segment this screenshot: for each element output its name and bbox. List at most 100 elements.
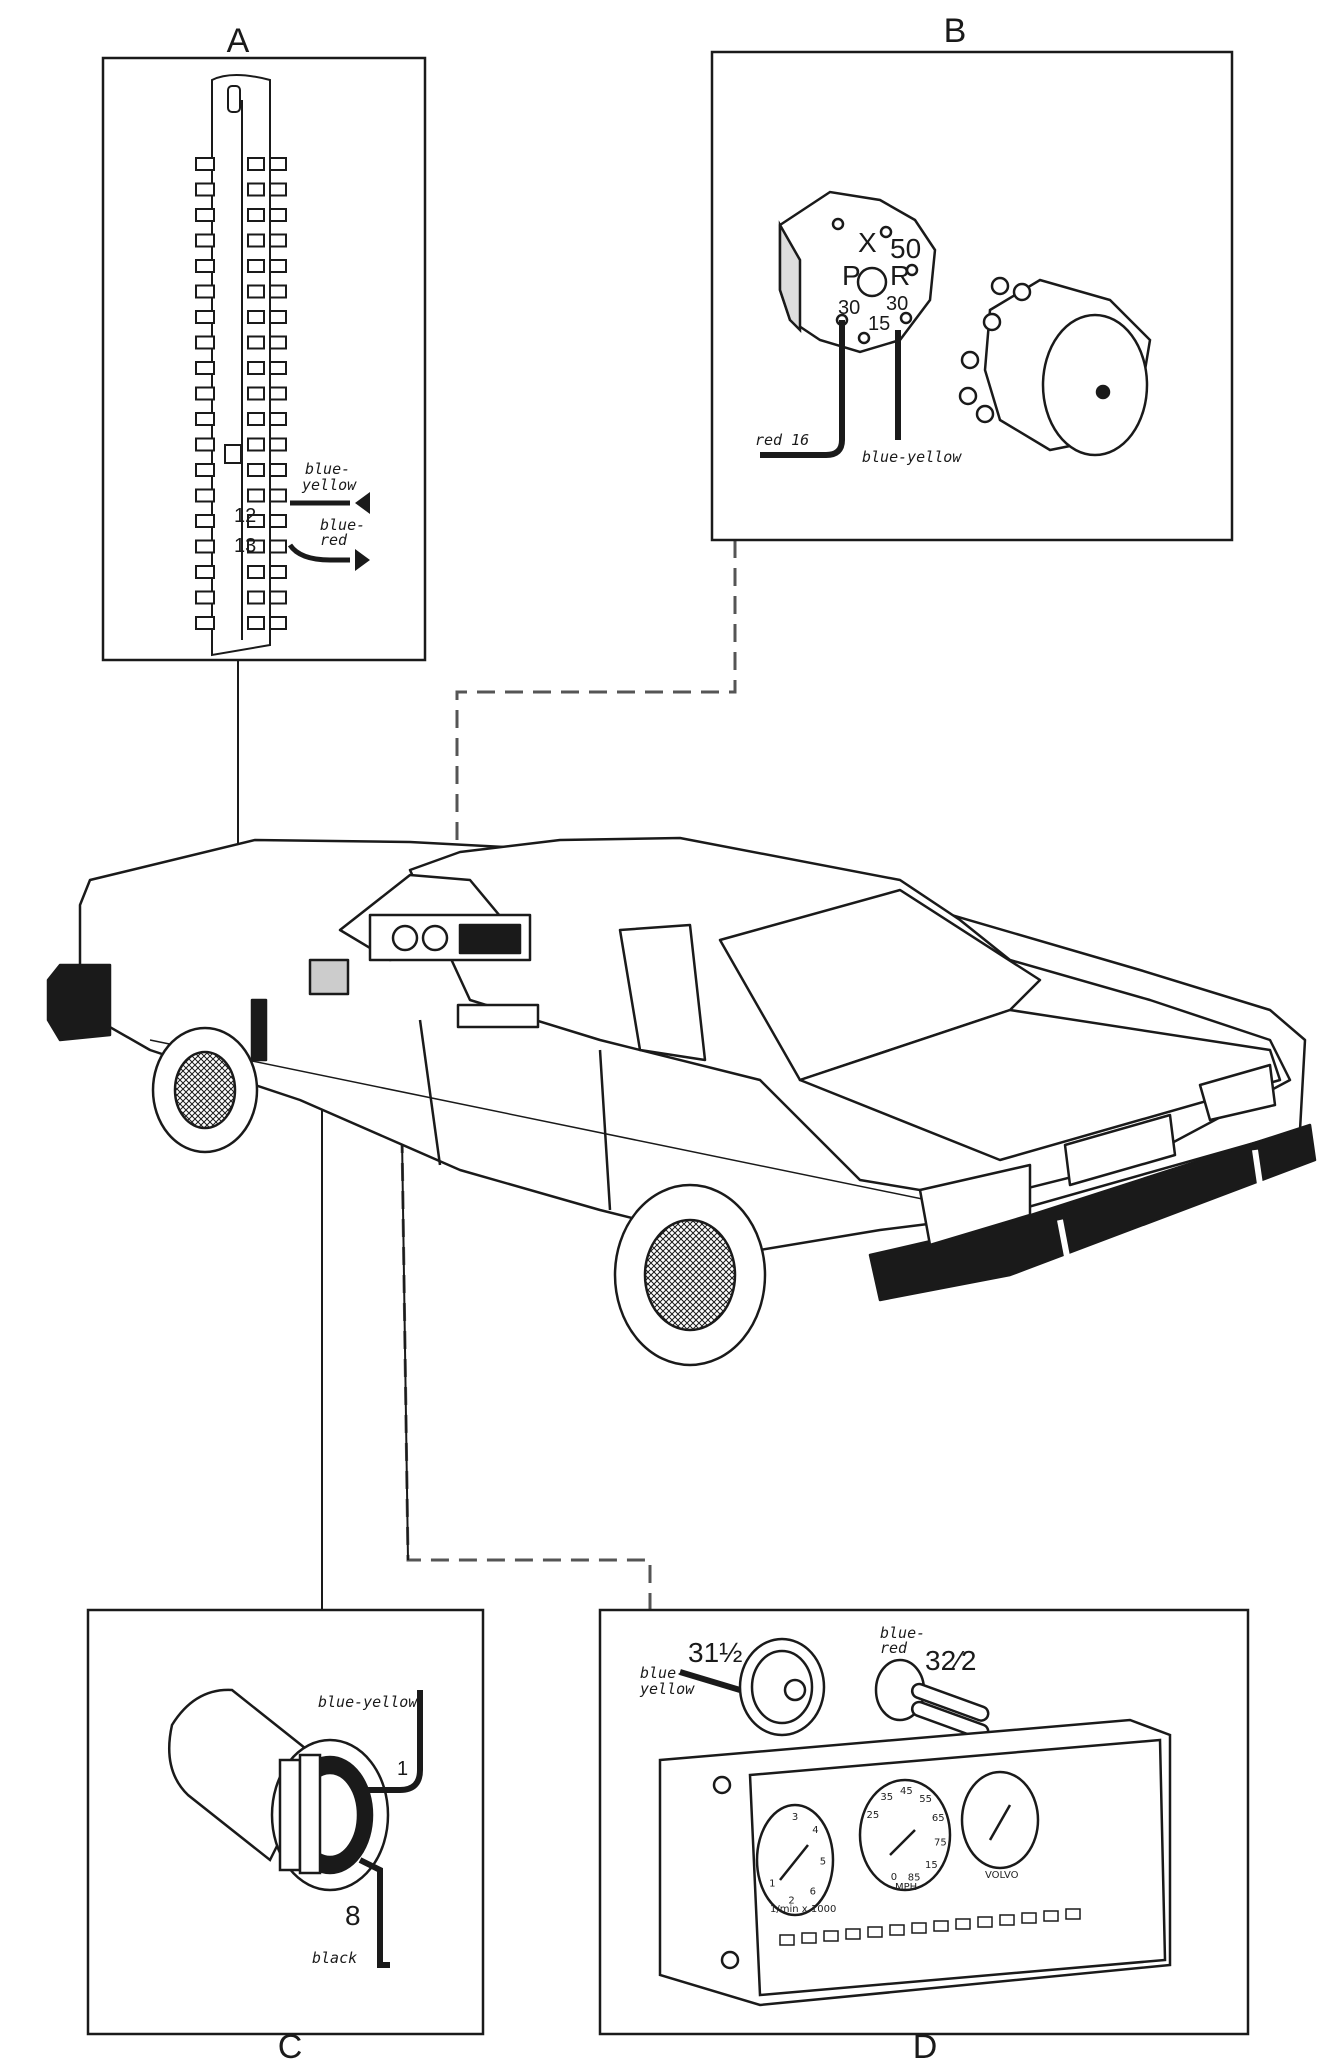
warning-light: [955, 1918, 971, 1930]
fuse-terminal: [195, 208, 215, 222]
fuse-terminal: [195, 284, 215, 299]
connector-32-label: 32⁄2: [925, 1645, 976, 1676]
panel-b-frame: [710, 50, 1234, 542]
fuse-terminal: [269, 310, 287, 324]
fuse-terminal: [247, 616, 265, 630]
fuse-terminal: [247, 539, 265, 554]
fuse-terminal: [247, 310, 265, 324]
fuse-terminal: [269, 386, 287, 401]
gauge-tick-label: 6: [810, 1886, 816, 1897]
instrument-cluster-illustration: [658, 1718, 1172, 2007]
terminal-30-right: 30: [886, 293, 908, 315]
terminal-30-left: 30: [838, 297, 860, 319]
gauge-mph: MPH: [895, 1882, 917, 1893]
fuse-terminal: [195, 233, 215, 248]
arrow-right-icon: [355, 549, 370, 571]
fuse-terminal: [247, 463, 265, 477]
fuse-terminal: [195, 514, 215, 528]
warning-light: [1043, 1910, 1059, 1922]
pin-1: 1: [397, 1758, 408, 1780]
fuse-terminal: [247, 259, 265, 273]
fuse-terminal: [247, 157, 265, 171]
fuse-terminal: [247, 335, 265, 350]
warning-light: [779, 1934, 795, 1946]
warning-light: [1065, 1908, 1081, 1920]
warning-light: [889, 1924, 905, 1936]
fuse-terminal: [195, 259, 215, 273]
fuse-terminal: [269, 335, 287, 350]
fuse-terminal: [195, 463, 215, 477]
fuse-terminal: [195, 412, 215, 426]
label-b-blue-yellow: blue-yellow: [862, 448, 962, 466]
label-a-blue-red: blue-red: [320, 516, 365, 549]
fuse-terminal: [269, 157, 287, 171]
arrow-left-icon: [355, 492, 370, 514]
warning-light: [801, 1932, 817, 1944]
panel-a: A 12 13 blue-yellow blue-red: [101, 22, 427, 662]
fuse-terminal: [195, 565, 215, 579]
fuse-terminal: [269, 182, 287, 197]
label-c-black: black: [312, 1949, 357, 1967]
fuse-box-illustration: [195, 74, 287, 657]
terminal-50: 50: [890, 233, 921, 264]
label-a-blue-yellow: blue-yellow: [301, 460, 357, 494]
fuse-terminal: [269, 208, 287, 222]
fuse-terminal: [247, 412, 265, 426]
warning-light: [823, 1930, 839, 1942]
fuse-terminal: [269, 488, 287, 503]
fuse-terminal: [195, 335, 215, 350]
fuse-terminal: [247, 437, 265, 452]
connector-31-label: 31½: [688, 1637, 743, 1668]
connector-31-illustration: [738, 1637, 826, 1737]
fuse-terminal: [269, 463, 287, 477]
fuse-terminal: [269, 565, 287, 579]
panel-b-letter: B: [944, 12, 967, 50]
fuse-terminal: [195, 616, 215, 630]
gauge-tick-label: 75: [934, 1838, 947, 1849]
warning-light: [977, 1916, 993, 1928]
fuse-terminal: [269, 259, 287, 273]
gauge-tick-label: 65: [932, 1813, 945, 1824]
gauge-tick-label: 1: [769, 1879, 775, 1890]
fuse-terminal: [269, 412, 287, 426]
fuse-terminal: [247, 284, 265, 299]
fuse-terminal: [269, 361, 287, 375]
gauge-tick-label: 45: [900, 1786, 913, 1797]
gauge-brand: VOLVO: [985, 1870, 1019, 1881]
fuse-terminal: [247, 488, 265, 503]
ignition-lock-cylinder: [958, 276, 1152, 457]
gauge-tick-label: 55: [919, 1794, 932, 1805]
fuse-terminal: [195, 310, 215, 324]
fuse-terminal: [247, 565, 265, 579]
pin-12: 12: [234, 505, 256, 527]
fuse-terminal: [195, 590, 215, 605]
panel-c-frame: [86, 1608, 485, 2036]
leader-b: [455, 540, 737, 985]
fuse-terminal: [247, 386, 265, 401]
panel-c: C blue-yellow 1 8 black: [86, 1608, 485, 2065]
ignition-switch-terminal: [778, 190, 937, 354]
fuse-terminal: [195, 361, 215, 375]
warning-light: [867, 1926, 883, 1938]
gauge-tick-label: 4: [812, 1825, 818, 1836]
fuse-terminal: [195, 157, 215, 171]
gauge-tick-label: 35: [880, 1792, 893, 1803]
warning-light: [999, 1914, 1015, 1926]
connector-32-illustration: [874, 1658, 990, 1740]
fuse-terminal: [247, 208, 265, 222]
terminal-x: X: [858, 227, 877, 258]
gauge-tick-label: 15: [925, 1860, 938, 1871]
warning-light: [1021, 1912, 1037, 1924]
fuse-terminal: [247, 233, 265, 248]
label-d-blue-yellow: blue-yellow: [639, 1664, 695, 1698]
terminal-p: P: [842, 260, 861, 291]
gauge-tick-label: 3: [792, 1812, 798, 1823]
fuse-terminal: [269, 437, 287, 452]
panel-a-letter: A: [227, 22, 250, 60]
warning-light-row: [779, 1908, 1081, 1946]
pin-13: 13: [234, 535, 256, 557]
gauge-tick-label: 5: [820, 1857, 826, 1868]
car-illustration: [46, 836, 1317, 1367]
